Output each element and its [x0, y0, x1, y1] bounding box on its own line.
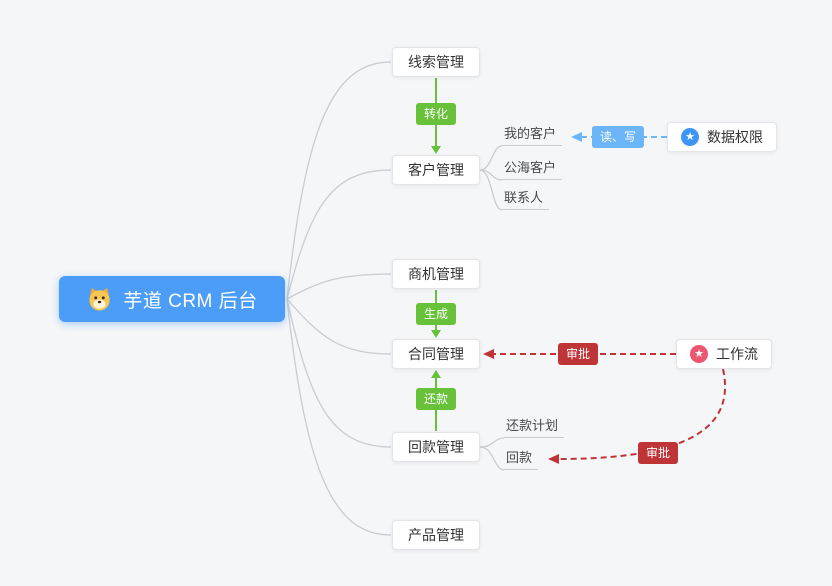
- arrowhead-approve-receivable: [548, 454, 559, 464]
- arrowhead-repay: [431, 370, 441, 378]
- child-payment: 回款: [504, 450, 539, 470]
- connector-root-contract: [286, 298, 392, 355]
- node-label: 回款管理: [408, 439, 464, 455]
- edge-label-repay: 还款: [415, 388, 457, 410]
- node-workflow: ★ 工作流: [676, 339, 772, 369]
- child-my-customers: 我的客户: [502, 126, 563, 146]
- arrowhead-generate: [431, 330, 441, 338]
- connector-root-business: [286, 273, 392, 300]
- root-label: 芋道 CRM 后台: [123, 290, 258, 312]
- edge-workflow-to-payment: [557, 368, 726, 460]
- node-business-management: 商机管理: [392, 259, 480, 289]
- node-data-permission: ★ 数据权限: [667, 122, 777, 152]
- connector-customer-my: [479, 145, 503, 171]
- node-contract-management: 合同管理: [392, 339, 480, 369]
- node-receivable-management: 回款管理: [392, 432, 480, 462]
- edge-label-generate: 生成: [415, 303, 457, 325]
- ext-label: 数据权限: [707, 129, 763, 145]
- edge-label-convert: 转化: [415, 103, 457, 125]
- dog-icon: [86, 286, 113, 313]
- connector-receivable-payment: [479, 446, 505, 471]
- arrowhead-approve-contract: [483, 349, 494, 359]
- ext-label: 工作流: [716, 346, 758, 362]
- node-clue-management: 线索管理: [392, 47, 480, 77]
- child-repayment-plan: 还款计划: [504, 418, 565, 438]
- node-label: 线索管理: [408, 54, 464, 70]
- root-node-crm-backend: 芋道 CRM 后台: [59, 276, 285, 322]
- connector-root-product: [286, 298, 392, 536]
- node-label: 合同管理: [408, 346, 464, 362]
- connector-customer-contact: [479, 169, 503, 211]
- connector-root-customer: [286, 169, 392, 300]
- star-icon: ★: [681, 128, 699, 146]
- node-customer-management: 客户管理: [392, 155, 480, 185]
- edge-label-read-write: 读、写: [591, 126, 645, 148]
- child-contacts: 联系人: [502, 190, 550, 210]
- connector-root-clue: [286, 61, 392, 300]
- node-label: 产品管理: [408, 527, 464, 543]
- arrowhead-read-write: [571, 132, 582, 142]
- child-public-customers: 公海客户: [502, 160, 563, 180]
- arrowhead-convert: [431, 146, 441, 154]
- connector-root-receivable: [286, 298, 392, 448]
- connector-receivable-plan: [479, 437, 505, 448]
- edge-label-approve-receivable: 审批: [637, 442, 679, 464]
- node-product-management: 产品管理: [392, 520, 480, 550]
- star-icon: ★: [690, 345, 708, 363]
- node-label: 客户管理: [408, 162, 464, 178]
- edge-label-approve-contract: 审批: [557, 343, 599, 365]
- node-label: 商机管理: [408, 266, 464, 282]
